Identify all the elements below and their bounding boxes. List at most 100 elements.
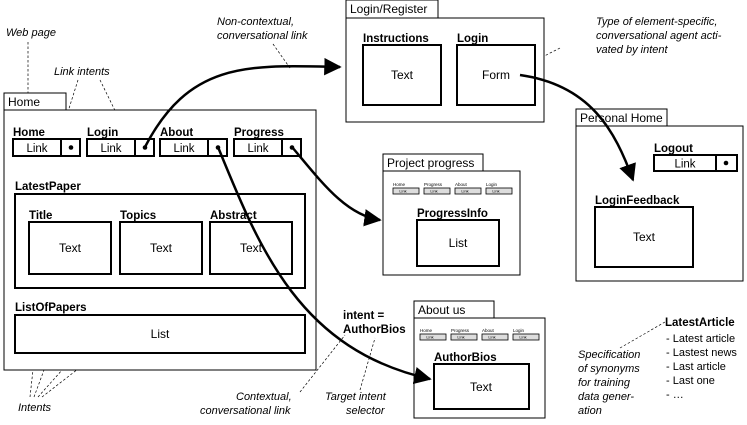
progress-info-text: List <box>449 236 468 250</box>
au-mini-home-label: Home <box>420 328 433 333</box>
au-mini-home-link <box>419 333 447 341</box>
pp-mini-about-link-text[interactable]: Link <box>461 189 468 194</box>
nav-home-link[interactable]: Link <box>26 143 47 155</box>
arrow-login-to-login-register <box>143 57 342 148</box>
au-mini-about-link-text[interactable]: Link <box>488 335 495 340</box>
title-label: Title <box>29 210 52 222</box>
nav-login-link[interactable]: Link <box>100 143 121 155</box>
annotation-synonyms-1: Specification <box>578 349 640 361</box>
personal-home-tab-label: Personal Home <box>580 111 663 125</box>
pp-mini-home-label: Home <box>393 182 406 187</box>
annotation-target-selector-1: Target intent <box>325 391 387 403</box>
au-mini-login-label: Login <box>513 328 525 333</box>
pp-mini-about-link <box>454 187 482 195</box>
pp-mini-progress-link <box>423 187 451 195</box>
login-register-page: Login/Register Instructions Login Text F… <box>345 0 545 123</box>
arrow-form-to-personal-home <box>519 73 636 182</box>
topics-label: Topics <box>120 210 156 222</box>
au-mini-progress-link-text[interactable]: Link <box>457 335 464 340</box>
login-form-text[interactable]: Form <box>482 68 510 82</box>
leader-non-contextual <box>272 43 291 69</box>
intent-label-line1: intent = <box>343 310 384 322</box>
pp-mini-home-link <box>392 187 420 195</box>
annotation-synonyms-5: ation <box>578 405 602 417</box>
instructions-label: Instructions <box>363 33 429 45</box>
instructions-box <box>362 44 442 106</box>
annotation-link-intents: Link intents <box>54 66 110 78</box>
title-box <box>28 221 112 275</box>
leader-synonyms <box>619 321 666 349</box>
annotation-non-contextual-2: conversational link <box>217 30 308 42</box>
intent-label-line2: AuthorBios <box>343 324 406 336</box>
project-progress-tab-label: Project progress <box>387 156 474 170</box>
synonym-item: - Last article <box>666 361 726 373</box>
nav-home-label: Home <box>13 127 45 139</box>
au-mini-progress-label: Progress <box>451 328 470 333</box>
pp-mini-login-link <box>485 187 513 195</box>
topics-box <box>119 221 203 275</box>
author-bios-label: AuthorBios <box>434 352 497 364</box>
leader-target-selector <box>359 337 376 391</box>
synonym-item: - … <box>666 389 684 401</box>
login-form-label: Login <box>457 33 488 45</box>
nav-home-link-box <box>12 138 81 157</box>
synonym-item: - Latest article <box>666 333 735 345</box>
list-of-papers-text: List <box>151 327 170 341</box>
project-progress-page: Project progress Home Progress About Log… <box>382 153 521 276</box>
nav-about-label: About <box>160 127 193 139</box>
progress-info-box <box>416 219 500 267</box>
au-mini-about-label: About <box>482 328 495 333</box>
instructions-text: Text <box>391 68 414 82</box>
au-mini-login-link <box>512 333 540 341</box>
annotation-element-specific-1: Type of element-specific, <box>596 16 717 28</box>
nav-progress-link-box <box>233 138 302 157</box>
annotation-target-selector-2: selector <box>346 405 386 417</box>
topics-text: Text <box>150 241 173 255</box>
annotation-web-page: Web page <box>6 27 56 39</box>
login-feedback-box <box>594 206 694 268</box>
logout-link[interactable]: Link <box>674 159 695 171</box>
author-bios-box <box>433 363 530 410</box>
annotation-element-specific-3: vated by intent <box>596 44 668 56</box>
pp-mini-progress-link-text[interactable]: Link <box>430 189 437 194</box>
pp-mini-about-label: About <box>455 182 468 187</box>
annotation-synonyms-2: of synonyms <box>578 363 640 375</box>
logout-dot <box>723 160 729 166</box>
login-form-box <box>456 44 536 106</box>
login-register-tab-label: Login/Register <box>350 2 427 16</box>
pp-mini-login-link-text[interactable]: Link <box>492 189 499 194</box>
annotation-contextual-1: Contextual, <box>236 391 292 403</box>
au-mini-about-link <box>481 333 509 341</box>
home-page: Home Home Login About Progress Link Link… <box>3 92 317 371</box>
author-bios-text: Text <box>470 380 493 394</box>
au-mini-home-link-text[interactable]: Link <box>426 335 433 340</box>
annotation-synonyms-4: data gener- <box>578 391 634 403</box>
login-feedback-text: Text <box>633 230 656 244</box>
logout-label: Logout <box>654 143 693 155</box>
nav-about-link[interactable]: Link <box>173 143 194 155</box>
login-feedback-label: LoginFeedback <box>595 195 680 207</box>
pp-mini-home-link-text[interactable]: Link <box>399 189 406 194</box>
annotation-element-specific-2: conversational agent acti- <box>596 30 722 42</box>
annotation-contextual-2: conversational link <box>200 405 291 417</box>
latest-paper-label: LatestPaper <box>15 181 81 193</box>
about-us-tab-label: About us <box>418 303 465 317</box>
arrow-progress-to-project-progress <box>291 146 382 227</box>
leader-contextual <box>299 334 346 393</box>
arrows <box>143 57 636 385</box>
nav-progress-link[interactable]: Link <box>247 143 268 155</box>
nav-home-dot <box>68 145 74 150</box>
progress-info-label: ProgressInfo <box>417 208 488 220</box>
nav-progress-label: Progress <box>234 127 284 139</box>
list-of-papers-box <box>14 314 306 354</box>
latest-paper-box <box>14 193 306 289</box>
pp-mini-progress-label: Progress <box>424 182 443 187</box>
au-mini-progress-link <box>450 333 478 341</box>
annotation-intents: Intents <box>18 402 52 414</box>
au-mini-login-link-text[interactable]: Link <box>519 335 526 340</box>
arrow-about-to-about-us <box>216 146 432 385</box>
annotation-synonyms-3: for training <box>578 377 631 389</box>
about-us-page: About us Home Progress About Login Link … <box>413 300 546 419</box>
personal-home-page: Personal Home Logout Link LoginFeedback … <box>575 108 744 282</box>
list-of-papers-label: ListOfPapers <box>15 302 87 314</box>
